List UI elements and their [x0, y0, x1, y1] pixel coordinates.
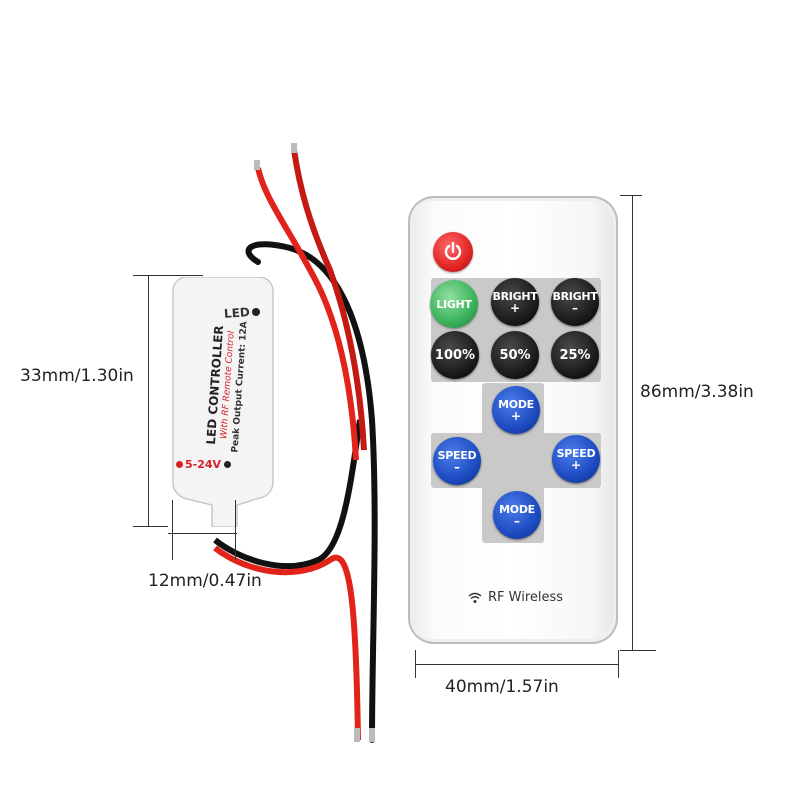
light-button[interactable]: LIGHT [430, 280, 478, 328]
dim-line [415, 664, 619, 665]
dim-line [235, 500, 236, 560]
red-wire-top-a [255, 167, 359, 461]
rf-wireless-text: RF Wireless [488, 590, 564, 605]
black-wire-tail [213, 419, 363, 570]
rf-wireless-footer: RF Wireless [468, 590, 563, 605]
wire-tip [291, 143, 297, 153]
controller-voltage-dot-end [224, 461, 231, 468]
mode-down-label: MODE [499, 502, 535, 516]
mode-down-button[interactable]: MODE – [493, 491, 541, 539]
dim-line [632, 195, 633, 650]
dim-line [620, 650, 656, 651]
remote-width-label: 40mm/1.57in [445, 677, 559, 697]
red-wire-top-b [291, 149, 367, 451]
dim-line [172, 500, 173, 560]
controller-height-label: 33mm/1.30in [20, 366, 134, 386]
speed-up-button[interactable]: SPEED + [552, 435, 600, 483]
controller-voltage-dot [176, 461, 183, 468]
led-controller [172, 277, 274, 527]
dim-line [168, 533, 237, 534]
brightness-25-button[interactable]: 25% [551, 331, 599, 379]
brightness-100-label: 100% [434, 347, 476, 363]
controller-width-label: 12mm/0.47in [148, 571, 262, 591]
mode-up-label: MODE [498, 397, 534, 411]
wire-tip [254, 160, 260, 170]
bright-up-sign: + [509, 300, 521, 315]
wire-tip [354, 728, 360, 742]
remote-height-label: 86mm/3.38in [640, 382, 754, 402]
bright-down-button[interactable]: BRIGHT – [551, 278, 599, 326]
wire-tip [369, 728, 375, 742]
dim-line [133, 275, 203, 276]
light-button-label: LIGHT [436, 297, 472, 311]
controller-led-dot [252, 308, 260, 316]
speed-up-sign: + [570, 457, 582, 472]
mode-up-sign: + [510, 408, 522, 423]
brightness-50-button[interactable]: 50% [491, 331, 539, 379]
bright-down-sign: – [572, 300, 578, 315]
speed-down-sign: – [454, 459, 460, 474]
speed-down-label: SPEED [437, 448, 477, 462]
dim-line [148, 275, 149, 526]
red-wire-bottom [213, 545, 361, 741]
black-wire [245, 241, 378, 743]
brightness-50-label: 50% [499, 347, 531, 363]
brightness-25-label: 25% [559, 347, 591, 363]
dim-line [620, 195, 642, 196]
brightness-100-button[interactable]: 100% [431, 331, 479, 379]
mode-down-sign: – [514, 513, 520, 528]
bright-up-label: BRIGHT [492, 289, 538, 303]
mode-up-button[interactable]: MODE + [492, 386, 540, 434]
speed-up-label: SPEED [556, 446, 596, 460]
dim-line [133, 526, 168, 527]
speed-down-button[interactable]: SPEED – [433, 437, 481, 485]
power-icon [444, 241, 462, 260]
power-button[interactable] [433, 232, 473, 272]
bright-down-label: BRIGHT [552, 289, 598, 303]
controller-voltage: 5-24V [185, 458, 222, 471]
bright-up-button[interactable]: BRIGHT + [491, 278, 539, 326]
wifi-signal-icon [468, 592, 482, 603]
